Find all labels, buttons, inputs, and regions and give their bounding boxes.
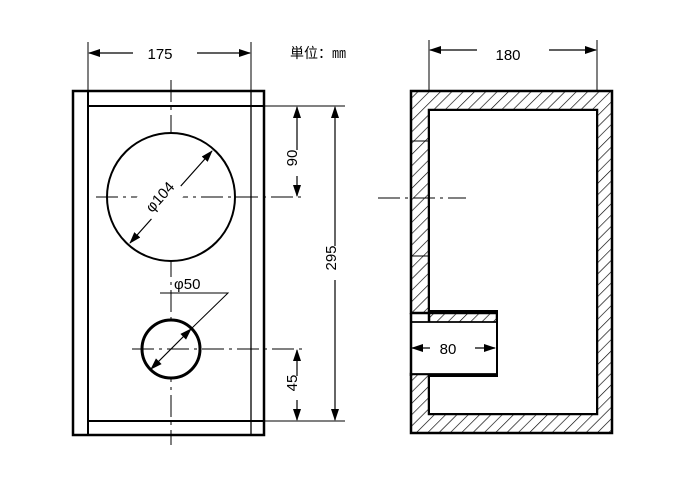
port-dim-label: 80 bbox=[440, 341, 457, 358]
small-hole-leader bbox=[160, 292, 230, 330]
section-cavity bbox=[428, 109, 598, 415]
large-hole-offset-label: 90 bbox=[284, 150, 301, 167]
front-width-label: 175 bbox=[147, 46, 172, 63]
large-hole-label-bg bbox=[132, 169, 188, 225]
front-view: φ104 φ50 175 90 45 295 bbox=[71, 42, 345, 445]
front-height-label: 295 bbox=[323, 245, 340, 270]
unit-label: 単位：㎜ bbox=[290, 46, 346, 62]
small-hole-diameter-arrow bbox=[150, 328, 192, 370]
small-hole-label: φ50 bbox=[174, 276, 200, 293]
front-outline bbox=[71, 89, 266, 437]
section-depth-label: 180 bbox=[495, 47, 520, 64]
small-hole-offset-label: 45 bbox=[284, 375, 301, 392]
section-view: 80 180 bbox=[378, 40, 614, 435]
